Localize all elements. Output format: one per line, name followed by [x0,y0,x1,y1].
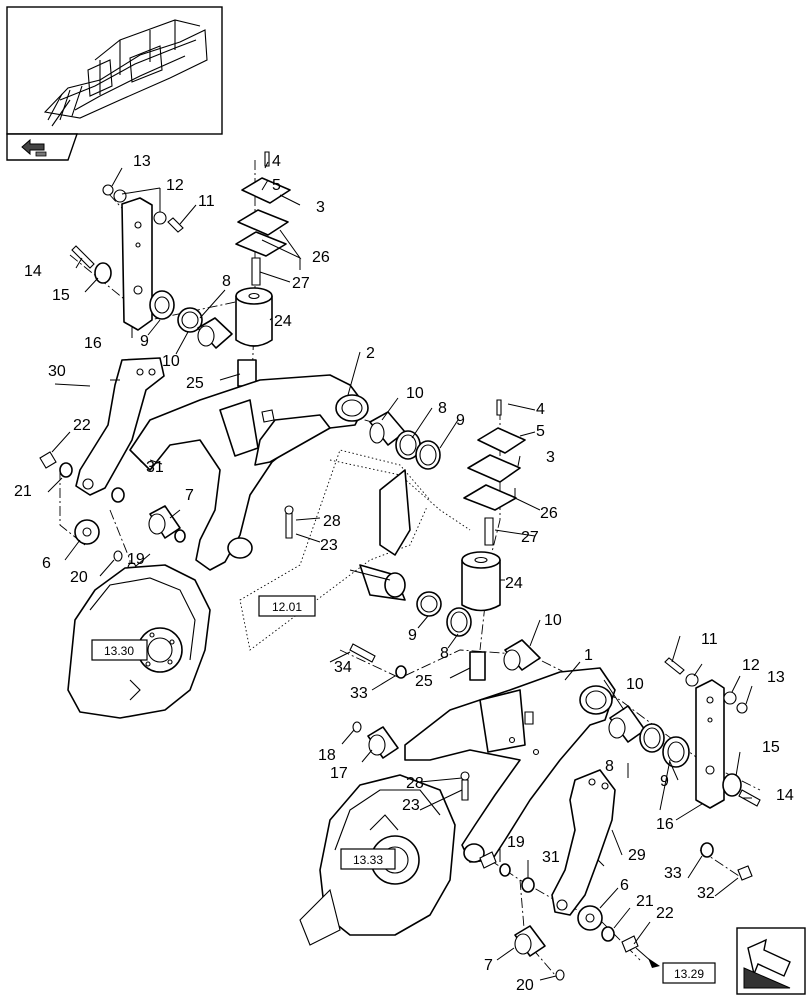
callout-14-right: 14 [776,787,794,804]
callout-25-lower: 25 [415,673,433,690]
callout-23-lower: 23 [402,797,420,814]
callout-30: 30 [48,363,66,380]
callout-31-lower: 31 [542,849,560,866]
callout-10-right-lower: 10 [626,676,644,693]
callout-13-right: 13 [767,669,785,686]
callout-34: 34 [334,659,352,676]
ref-box-12-01[interactable]: 12.01 [258,595,316,617]
svg-text:13.29: 13.29 [674,967,704,981]
callout-10-right: 10 [406,385,424,402]
callout-6-lower: 6 [620,877,629,894]
callout-22: 22 [73,417,91,434]
callout-29: 29 [628,847,646,864]
callout-9-lower: 9 [408,627,417,644]
callout-10: 10 [162,353,180,370]
svg-text:13.30: 13.30 [104,644,134,658]
callout-25: 25 [186,375,204,392]
page-back-arrow-icon[interactable] [6,133,78,161]
callout-3-right: 3 [546,449,555,466]
ref-box-13-29[interactable]: 13.29 [635,947,716,984]
callout-13: 13 [133,153,151,170]
callout-20-lower: 20 [516,977,534,994]
svg-text:13.33: 13.33 [353,853,383,867]
callout-5: 5 [272,177,281,194]
callout-24: 24 [274,313,292,330]
callout-19-upper: 19 [127,551,145,568]
callout-27: 27 [292,275,310,292]
callout-8-lower: 8 [440,645,449,662]
callout-1: 1 [584,647,593,664]
callout-26: 26 [312,249,330,266]
machine-overview-thumbnail[interactable] [6,6,223,135]
callout-8-right: 8 [438,400,447,417]
callout-31: 31 [146,459,164,476]
callout-28-lower: 28 [406,775,424,792]
callout-33: 33 [350,685,368,702]
leader-lines [47,161,753,981]
callout-11-right: 11 [701,631,718,648]
callout-12-right: 12 [742,657,760,674]
callout-8: 8 [222,273,231,290]
callout-16-right: 16 [656,816,674,833]
callout-12: 12 [166,177,184,194]
callout-15: 15 [52,287,70,304]
callout-9-lower-right: 9 [660,773,669,790]
callout-23-upper: 23 [320,537,338,554]
callout-labels: 13 12 11 14 15 16 9 10 8 4 5 3 26 27 24 … [14,153,794,994]
callout-9: 9 [140,333,149,350]
arm-bracket-30 [75,357,165,496]
callout-26-right: 26 [540,505,558,522]
callout-20: 20 [70,569,88,586]
callout-6: 6 [42,555,51,572]
link-plate-left [121,197,153,331]
callout-2: 2 [366,345,375,362]
callout-27-right: 27 [521,529,539,546]
callout-16: 16 [84,335,102,352]
callout-21: 21 [14,483,32,500]
callout-3: 3 [316,199,325,216]
svg-text:12.01: 12.01 [272,600,302,614]
callout-21-lower: 21 [636,893,654,910]
arm-bracket-29 [551,769,616,916]
callout-4: 4 [272,153,281,170]
callout-7: 7 [185,487,194,504]
callout-24-right: 24 [505,575,523,592]
callout-22-lower: 22 [656,905,674,922]
callout-9-right: 9 [456,412,465,429]
callout-19-lower: 19 [507,834,525,851]
next-page-arrow-icon[interactable] [736,927,806,995]
callout-28-upper: 28 [323,513,341,530]
callout-14: 14 [24,263,42,280]
callout-11: 11 [198,193,215,210]
callout-18: 18 [318,747,336,764]
ref-box-13-33[interactable]: 13.33 [340,848,396,870]
callout-4-right: 4 [536,401,545,418]
callout-8-lower-right: 8 [605,758,614,775]
callout-5-right: 5 [536,423,545,440]
callout-32: 32 [697,885,715,902]
ref-box-13-30[interactable]: 13.30 [91,639,148,661]
upper-assembly [39,151,471,719]
callout-15-right: 15 [762,739,780,756]
callout-7-lower: 7 [484,957,493,974]
callout-33-right: 33 [664,865,682,882]
link-plate-right [695,679,725,809]
callout-10-lower: 10 [544,612,562,629]
callout-17: 17 [330,765,348,782]
